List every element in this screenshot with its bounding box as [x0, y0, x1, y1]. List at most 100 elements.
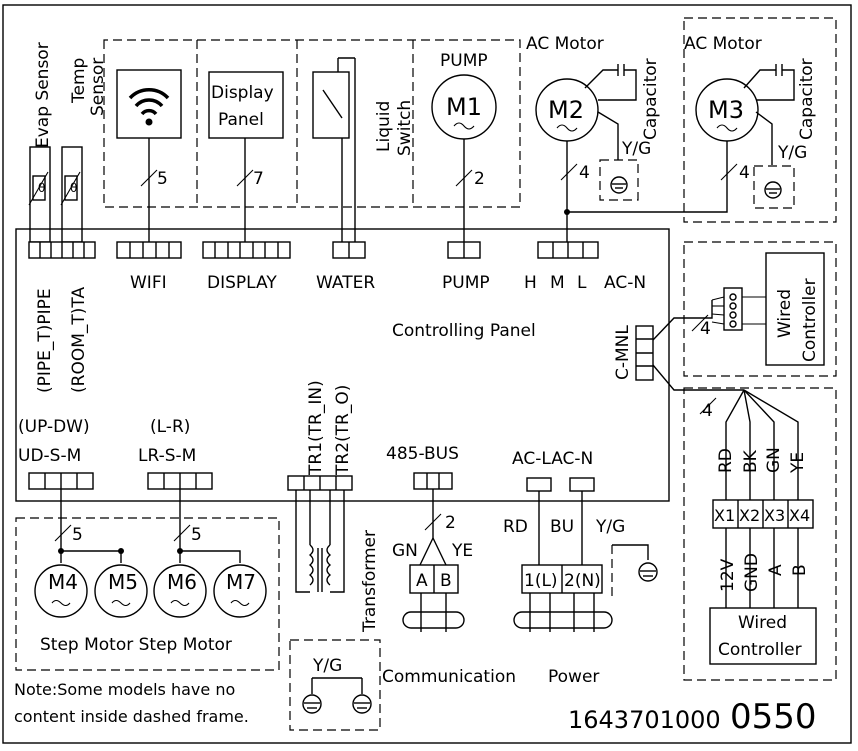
- part-number: 1643701000 0550: [568, 697, 817, 737]
- terminal-x2: X2: [739, 506, 760, 525]
- wired-controller-lower-wires: 4: [702, 401, 713, 421]
- step-motor-m7: M7: [226, 570, 256, 594]
- pump-connector-label: PUMP: [442, 273, 490, 293]
- temp-sensor-label-2: Sensor: [88, 58, 108, 116]
- ac-motor-m2-title: AC Motor: [526, 34, 604, 54]
- pin-12v: 12V: [718, 558, 738, 592]
- fan-m-label: M: [550, 273, 565, 293]
- pin-b: B: [790, 564, 810, 576]
- wired-controller-upper-label-1: Wired: [775, 289, 795, 338]
- wifi-icon: [128, 88, 170, 126]
- ac-motor-m3-capacitor: Capacitor: [797, 58, 817, 140]
- part-number-suffix: 0550: [730, 697, 817, 737]
- wired-controller-upper-label-2: Controller: [800, 278, 820, 362]
- ground-icon: [302, 694, 322, 714]
- display-panel: Display Panel 7: [208, 71, 284, 242]
- ac-motor-m3-wires: 4: [739, 163, 750, 183]
- tr-connectors: TR1(TR_IN) TR2(TR_O): [287, 380, 353, 491]
- ac-motor-m2-label: M2: [548, 96, 584, 124]
- evap-sensor-label: Evap Sensor: [33, 42, 53, 148]
- liquid-switch-label-1: Liquid: [374, 101, 394, 152]
- power-bu: BU: [550, 517, 574, 537]
- ac-lac-n-connector: AC-LAC-N: [512, 449, 595, 492]
- controlling-panel-title: Controlling Panel: [392, 321, 536, 341]
- step-wires-right: 5: [191, 525, 202, 545]
- power-terminal-2: 2(N): [564, 571, 601, 591]
- power-label: Power: [548, 667, 599, 687]
- step-motor-m5: M5: [108, 570, 138, 594]
- evap-theta-glyph: θ: [38, 181, 45, 195]
- lr-s-m-connector: (L-R) LR-S-M: [138, 417, 213, 490]
- ac-motor-m2-wires: 4: [579, 163, 590, 183]
- pump-title: PUMP: [440, 51, 488, 71]
- terminal-x3: X3: [764, 506, 785, 525]
- ud-s-m-connector: (UP-DW) UD-S-M: [18, 417, 94, 490]
- cmnl-label: C-MNL: [613, 325, 633, 380]
- power-yg: Y/G: [595, 517, 625, 537]
- fan-h-label: H: [524, 273, 537, 293]
- wired-controller-lower-label-1: Wired: [738, 613, 787, 633]
- terminal-x4: X4: [789, 506, 810, 525]
- wifi-connector-label: WIFI: [130, 273, 167, 293]
- wire-color-bk: BK: [741, 449, 761, 473]
- ac-motor-m3-frame: [683, 17, 837, 223]
- room-label: (ROOM_T)TA: [69, 287, 89, 393]
- note-line-2: content inside dashed frame.: [14, 707, 249, 726]
- terminal-x1: X1: [714, 506, 735, 525]
- step-motor-frame: [15, 517, 280, 671]
- display-wire-count: 7: [253, 169, 264, 189]
- step-motor-m6: M6: [167, 570, 197, 594]
- pin-a: A: [766, 564, 786, 576]
- wired-controller-lower-frame: [683, 387, 837, 681]
- temp-sensor: Temp Sensor θ: [60, 58, 108, 243]
- pump-wire-count: 2: [474, 169, 485, 189]
- controlling-panel: [15, 228, 670, 502]
- cmnl-connector: C-MNL: [613, 325, 654, 381]
- display-panel-label-1: Display: [211, 83, 274, 103]
- devices-frame: [103, 39, 521, 208]
- tr2-label: TR2(TR_O): [333, 385, 353, 476]
- display-connector: DISPLAY: [202, 241, 291, 293]
- wired-controller-upper-frame: [683, 241, 837, 377]
- fan-l-label: L: [577, 273, 587, 293]
- pump-connector: PUMP: [442, 241, 490, 293]
- ac-motor-m3-label: M3: [708, 96, 744, 124]
- ac-motor-m2-capacitor: Capacitor: [641, 58, 661, 140]
- communication-label: Communication: [382, 667, 516, 687]
- tr1-label: TR1(TR_IN): [306, 380, 326, 476]
- step-wires-left: 5: [72, 525, 83, 545]
- ac-motor-m3: AC Motor M3 Capacitor Y/G 4: [567, 34, 817, 213]
- temp-sensor-label-1: Temp: [69, 58, 89, 104]
- wire-color-rd: RD: [716, 448, 736, 473]
- pipe-label: (PIPE_T)PIPE: [35, 288, 55, 393]
- wifi-module: 5: [116, 69, 182, 242]
- note-line-1: Note:Some models have no: [14, 680, 235, 699]
- wired-controller-lower-label-2: Controller: [718, 640, 802, 660]
- wire-color-ye: YE: [788, 452, 808, 474]
- communication-b: B: [440, 571, 452, 591]
- temp-theta-glyph: θ: [70, 181, 77, 195]
- ground-icon: [764, 181, 782, 199]
- outer-border: [2, 4, 852, 744]
- display-connector-label: DISPLAY: [207, 273, 277, 293]
- wire-color-gn: GN: [764, 447, 784, 473]
- step-motors: 5 5 M4 M5 M6 M7 Step Motor Step Motor: [34, 489, 267, 655]
- power-rd: RD: [503, 517, 528, 537]
- communication: 2 GN YE A B Communication: [382, 489, 516, 687]
- transformer-ground-label: Y/G: [312, 656, 342, 676]
- liquid-switch-label-2: Switch: [395, 100, 415, 156]
- lrsm-label: LR-S-M: [138, 446, 196, 466]
- ac-motor-m2-ground-label: Y/G: [621, 139, 651, 159]
- lr-label: (L-R): [150, 417, 190, 437]
- communication-wire-count: 2: [445, 513, 456, 533]
- fan-acn-label: AC-N: [604, 273, 646, 293]
- wifi-wire-count: 5: [157, 169, 168, 189]
- fan-connector: H M L AC-N: [524, 241, 646, 293]
- ac-motor-m3-ground-label: Y/G: [777, 143, 807, 163]
- 485-bus-label: 485-BUS: [386, 444, 459, 464]
- ground-icon: [610, 176, 628, 194]
- display-panel-label-2: Panel: [218, 110, 264, 130]
- wired-controller-upper: 4 Wired Controller: [652, 252, 825, 391]
- water-connector: WATER: [316, 241, 375, 293]
